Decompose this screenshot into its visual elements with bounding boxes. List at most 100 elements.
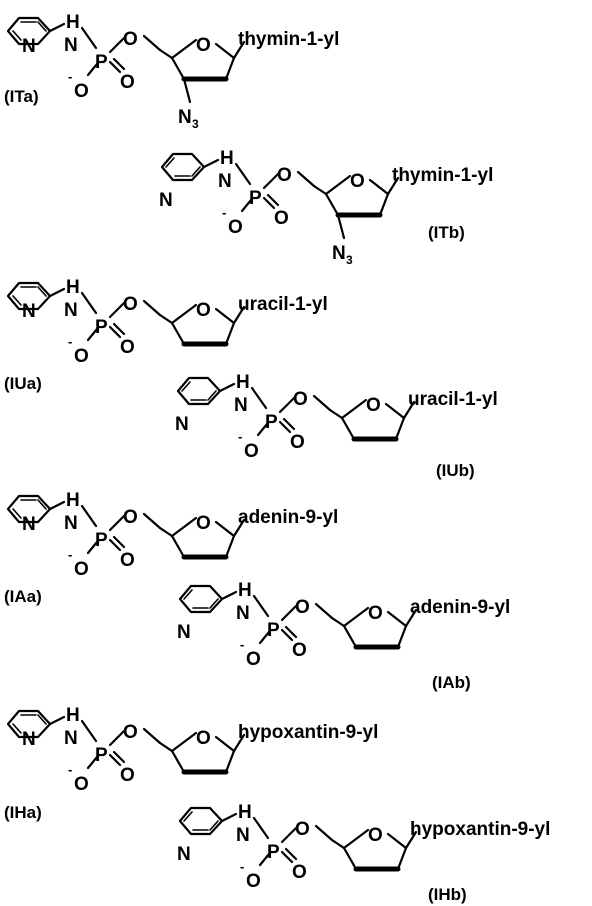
atom-o: O [368, 825, 383, 846]
subscript: 3 [192, 117, 199, 131]
atom-p: P [249, 188, 262, 209]
atom-n: N [218, 171, 232, 192]
subscript: 3 [346, 253, 353, 267]
atom-h: H [66, 12, 80, 33]
atom-o: O [350, 171, 365, 192]
atom-o: O [246, 871, 261, 892]
atom-o: O [366, 395, 381, 416]
compound-IUa: N H N P O O - O O uracil-1-yl (IUa) [4, 277, 328, 393]
atom-n: N [175, 414, 189, 435]
atom-n: N [332, 243, 346, 264]
atom-n: N [236, 603, 250, 624]
atom-o: O [74, 346, 89, 367]
atom-p: P [95, 745, 108, 766]
charge: - [240, 637, 244, 652]
base-name: uracil-1-yl [408, 389, 498, 410]
atom-n: N [64, 35, 78, 56]
atom-o: O [292, 640, 307, 661]
atom-p: P [265, 412, 278, 433]
compound-label: (IAa) [4, 587, 42, 606]
base-name: hypoxantin-9-yl [410, 819, 550, 840]
compound-IAb: N H N P O O - O O adenin-9-yl (IAb) [177, 580, 510, 692]
compound-IUb: N H N P O O - O O uracil-1-yl (IUb) [175, 372, 498, 480]
atom-p: P [267, 842, 280, 863]
atom-o: O [120, 550, 135, 571]
atom-p: P [95, 530, 108, 551]
compound-IHb: N H N P O O - O O hypoxantin-9-yl (IHb) [177, 802, 550, 904]
atom-o: O [123, 722, 138, 743]
atom-o: O [123, 29, 138, 50]
atom-n: N [236, 825, 250, 846]
compound-ITa: N H N P O O - O O thymin-1-yl N 3 (ITa) [4, 12, 339, 131]
base-name: adenin-9-yl [410, 597, 510, 618]
compound-IHa: N H N P O O - O O hypoxantin-9-yl (IHa) [4, 705, 378, 822]
atom-n: N [234, 395, 248, 416]
charge: - [238, 429, 242, 444]
atom-o: O [196, 728, 211, 749]
charge: - [68, 69, 72, 84]
atom-h: H [238, 580, 252, 601]
atom-o: O [228, 217, 243, 238]
charge: - [68, 762, 72, 777]
atom-o: O [246, 649, 261, 670]
atom-o: O [120, 337, 135, 358]
compound-label: (IAb) [432, 673, 471, 692]
atom-h: H [220, 148, 234, 169]
atom-n: N [22, 729, 36, 750]
base-name: adenin-9-yl [238, 507, 338, 528]
atom-h: H [236, 372, 250, 393]
atom-o: O [120, 765, 135, 786]
atom-o: O [196, 513, 211, 534]
atom-o: O [277, 165, 292, 186]
compound-label: (IUa) [4, 374, 42, 393]
charge: - [68, 547, 72, 562]
atom-n: N [64, 513, 78, 534]
atom-n: N [177, 622, 191, 643]
atom-o: O [74, 81, 89, 102]
atom-o: O [196, 35, 211, 56]
base-name: uracil-1-yl [238, 294, 328, 315]
compound-label: (ITa) [4, 87, 39, 106]
atom-o: O [74, 559, 89, 580]
atom-p: P [95, 317, 108, 338]
atom-o: O [74, 774, 89, 795]
atom-o: O [123, 294, 138, 315]
atom-n: N [178, 107, 192, 128]
base-name: thymin-1-yl [392, 165, 493, 186]
compound-IAa: N H N P O O - O O adenin-9-yl (IAa) [4, 490, 338, 606]
atom-o: O [368, 603, 383, 624]
compound-label: (IUb) [436, 461, 475, 480]
atom-o: O [290, 432, 305, 453]
atom-n: N [22, 514, 36, 535]
atom-n: N [22, 36, 36, 57]
atom-n: N [177, 844, 191, 865]
compound-label: (IHb) [428, 885, 467, 904]
compound-ITb: N H N P O O - O O thymin-1-yl N 3 (ITb) [159, 148, 493, 267]
base-name: hypoxantin-9-yl [238, 722, 378, 743]
atom-h: H [66, 490, 80, 511]
atom-o: O [295, 597, 310, 618]
atom-h: H [66, 277, 80, 298]
atom-o: O [292, 862, 307, 883]
compound-label: (ITb) [428, 223, 465, 242]
base-name: thymin-1-yl [238, 29, 339, 50]
atom-o: O [196, 300, 211, 321]
atom-h: H [238, 802, 252, 823]
atom-p: P [95, 52, 108, 73]
atom-o: O [244, 441, 259, 462]
atom-o: O [293, 389, 308, 410]
charge: - [222, 205, 226, 220]
atom-n: N [22, 301, 36, 322]
atom-o: O [120, 72, 135, 93]
compound-label: (IHa) [4, 803, 42, 822]
atom-n: N [159, 190, 173, 211]
atom-o: O [123, 507, 138, 528]
charge: - [240, 859, 244, 874]
atom-h: H [66, 705, 80, 726]
atom-n: N [64, 728, 78, 749]
charge: - [68, 334, 72, 349]
atom-o: O [274, 208, 289, 229]
atom-o: O [295, 819, 310, 840]
atom-n: N [64, 300, 78, 321]
